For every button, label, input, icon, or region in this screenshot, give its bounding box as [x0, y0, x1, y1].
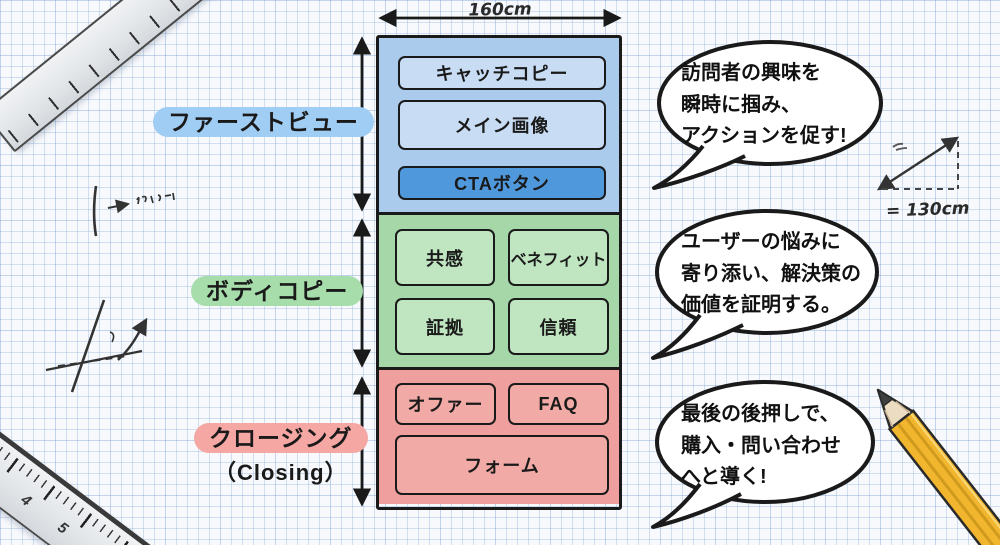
box-trust: 信頼 — [508, 298, 609, 355]
box-empathy: 共感 — [395, 229, 495, 286]
right-dimension-label: = 130cm — [885, 198, 970, 222]
speech-bubble-body-copy: ユーザーの悩みに 寄り添い、解決策の 価値を証明する。 — [645, 207, 890, 407]
box-benefit: ベネフィット — [508, 229, 609, 286]
label-first-view: ファーストビュー — [153, 103, 374, 137]
speech-bubble-first-view: 訪問者の興味を 瞬時に掴み、 アクションを促す! — [645, 38, 890, 238]
top-dimension-label: 160cm — [468, 0, 532, 21]
label-body-copy: ボディコピー — [191, 272, 364, 306]
body-copy-label-text: ボディコピー — [191, 276, 364, 306]
ruler-number: 4 — [17, 491, 35, 510]
box-main-image: メイン画像 — [398, 100, 606, 150]
section-first-view: キャッチコピー メイン画像 CTAボタン — [379, 38, 619, 215]
box-catch-copy: キャッチコピー — [398, 56, 606, 90]
speech-bubble-shape — [651, 209, 879, 360]
first-view-label-text: ファーストビュー — [153, 107, 374, 137]
ruler-cm-ticks — [0, 402, 213, 545]
speech-bubble-shape — [652, 40, 883, 190]
box-faq: FAQ — [508, 383, 609, 425]
speech-bubble-closing: 最後の後押しで、 購入・問い合わせ へと導く! — [645, 379, 890, 545]
box-cta-button: CTAボタン — [398, 166, 606, 200]
pencil-illustration — [876, 388, 1000, 545]
bubble-text-closing: 最後の後押しで、 購入・問い合わせ へと導く! — [681, 403, 841, 489]
closing-sublabel-text: （Closing） — [213, 460, 348, 485]
note-scribble — [92, 185, 175, 237]
box-evidence: 証拠 — [395, 298, 495, 355]
box-offer: オファー — [395, 383, 496, 425]
bubble-text-body-copy: ユーザーの悩みに 寄り添い、解決策の 価値を証明する。 — [681, 231, 861, 317]
diagonal-dimension-sketch — [876, 136, 960, 191]
section-closing: オファー FAQ フォーム — [379, 370, 619, 504]
cross-sketch — [45, 299, 148, 393]
box-form: フォーム — [395, 435, 609, 495]
speech-bubble-shape — [651, 380, 875, 529]
label-closing: クロージング （Closing） — [194, 419, 368, 487]
ruler-bottom-left: 4 5 6 7 — [0, 390, 221, 545]
bubble-text-first-view: 訪問者の興味を 瞬時に掴み、 アクションを促す! — [681, 62, 847, 148]
closing-label-text: クロージング — [194, 423, 368, 453]
lp-structure-diagram: キャッチコピー メイン画像 CTAボタン 共感 ベネフィット 証拠 信頼 オファ… — [376, 35, 622, 510]
ruler-number: 5 — [54, 518, 72, 538]
section-body-copy: 共感 ベネフィット 証拠 信頼 — [379, 215, 619, 370]
